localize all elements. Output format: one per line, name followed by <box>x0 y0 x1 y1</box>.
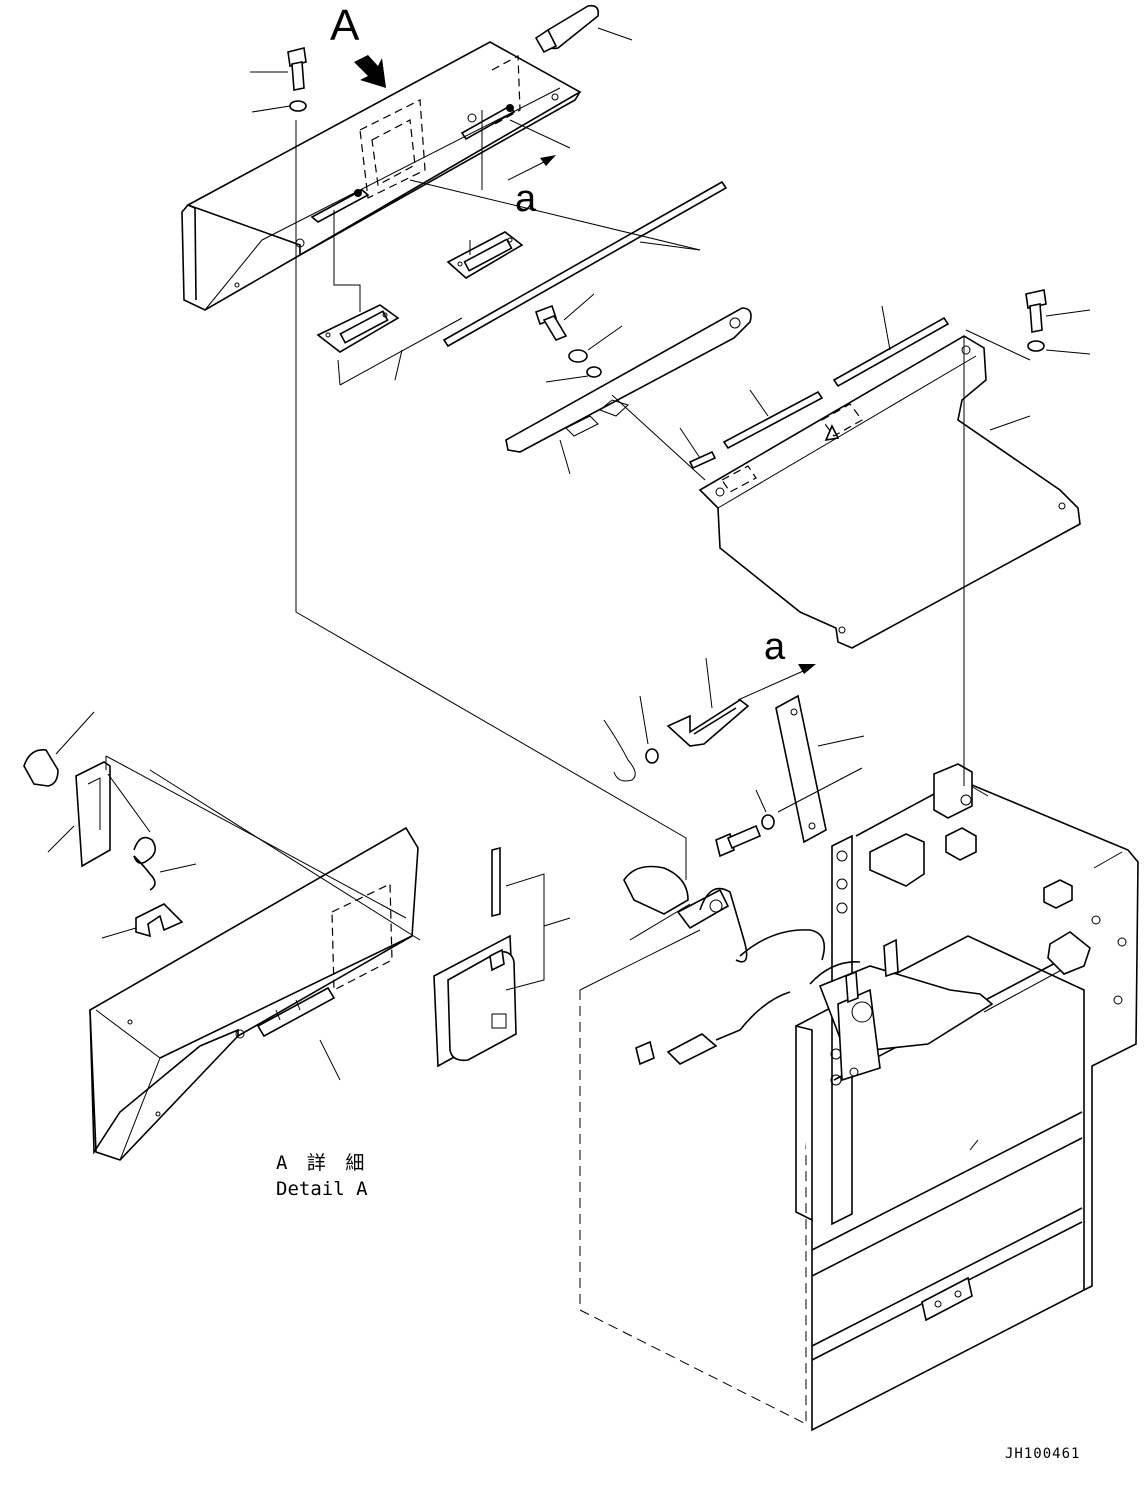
latch-hook <box>623 865 748 963</box>
hinge-right <box>446 231 524 279</box>
detail-knob <box>23 711 95 787</box>
latch-plate <box>505 307 752 481</box>
detail-title-english: Detail A <box>276 1178 368 1200</box>
detail-catch <box>101 903 184 939</box>
view-marker-label: A <box>330 1 360 50</box>
hinge-left <box>316 304 400 353</box>
drawing-number: JH100461 <box>1005 1446 1081 1462</box>
detail-lock-box <box>433 846 571 1068</box>
top-cover <box>181 41 582 311</box>
arrow-marker-label-top: a <box>515 178 537 220</box>
detail-a-cover <box>89 826 419 1161</box>
pins-right <box>679 305 950 470</box>
bolt-top-left <box>250 47 307 113</box>
bolt-middle <box>534 293 623 383</box>
arrow-a-top-icon <box>507 155 556 181</box>
bolt-lower <box>715 767 863 858</box>
bolt-top-right <box>965 289 1091 361</box>
view-arrow-a-icon <box>354 55 386 88</box>
detail-bracket <box>47 755 407 919</box>
frame-right <box>831 763 1139 1291</box>
side-cover-plate <box>698 335 1081 649</box>
detail-spring <box>133 836 197 891</box>
lock-mechanism <box>635 929 994 1086</box>
detail-title-japanese: A 詳 細 <box>276 1152 369 1174</box>
handle <box>534 4 633 54</box>
snap-pin <box>603 695 659 782</box>
arrow-marker-label-middle: a <box>764 626 786 668</box>
rod <box>442 180 728 348</box>
bracket-plate <box>775 694 865 844</box>
lock-arm <box>666 657 816 747</box>
